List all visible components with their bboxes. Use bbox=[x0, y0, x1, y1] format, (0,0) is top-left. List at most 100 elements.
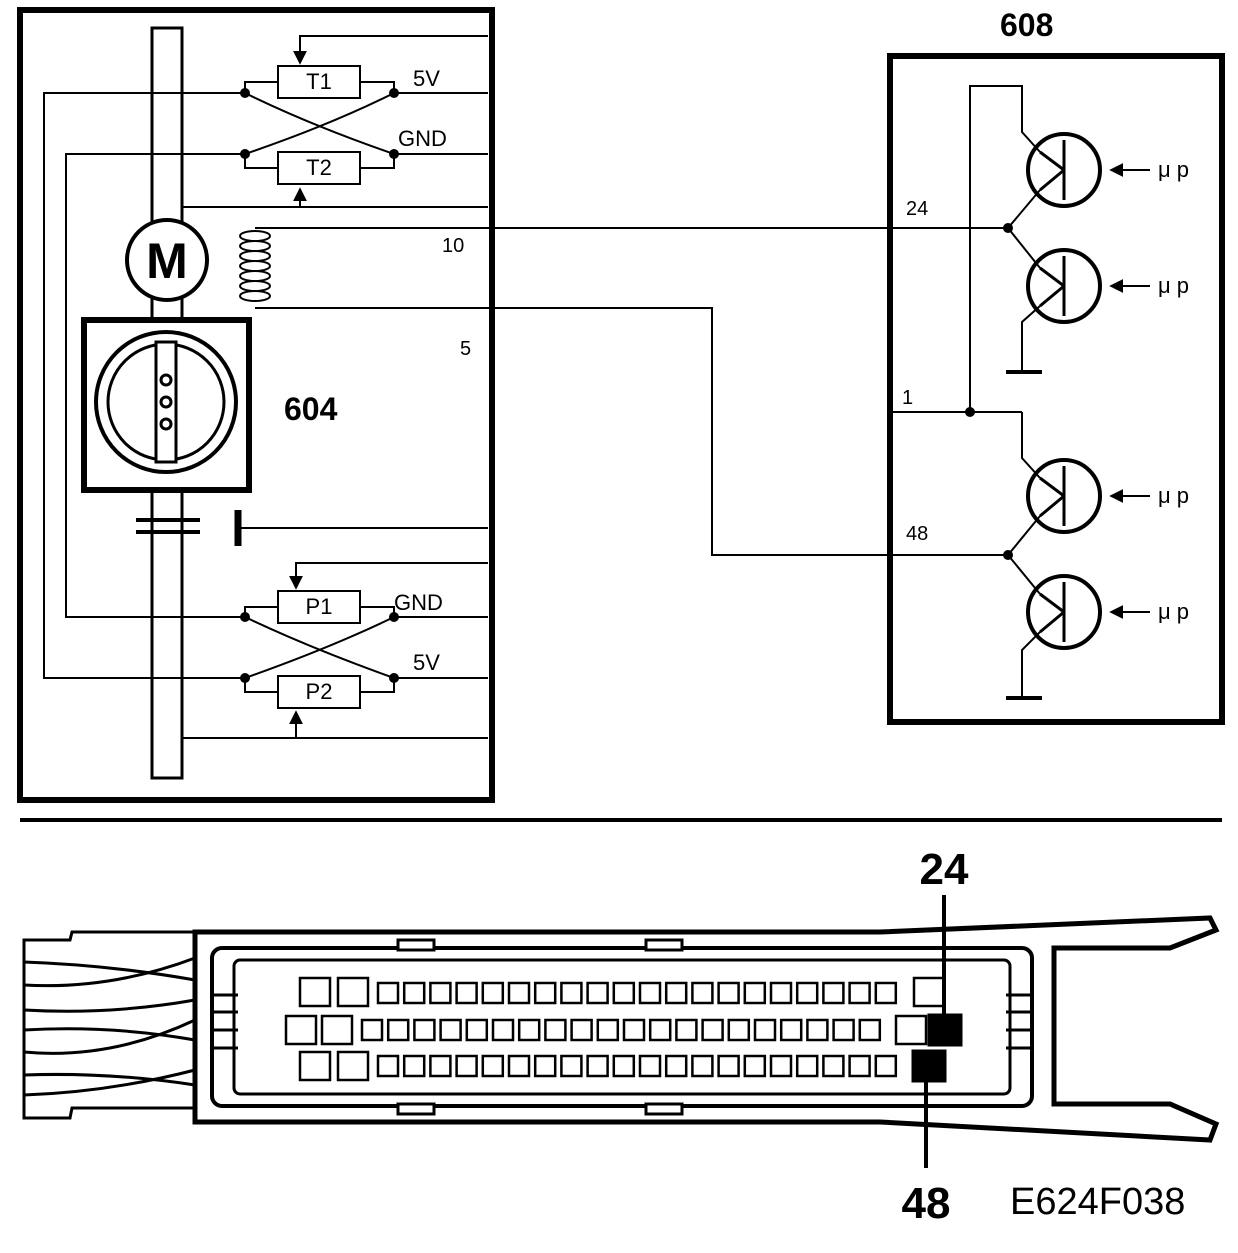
q3-input-label: μ p bbox=[1158, 483, 1189, 508]
connector-pin-cell bbox=[544, 1018, 567, 1042]
connector-pin-cell bbox=[455, 981, 478, 1005]
connector-pin-48 bbox=[911, 1049, 947, 1083]
connector-pin-cell bbox=[874, 1054, 898, 1078]
q4-input-label: μ p bbox=[1158, 599, 1189, 624]
q1-collector bbox=[969, 85, 1041, 412]
q1-input-label: μ p bbox=[1158, 157, 1189, 182]
connector-pin-cell bbox=[795, 1054, 819, 1078]
connector-pin-cell bbox=[586, 1054, 609, 1078]
t-cross-wire bbox=[244, 92, 395, 155]
junction-dots-608 bbox=[965, 223, 1013, 560]
connector-pin-cell bbox=[386, 1018, 410, 1042]
connector-pin-cell bbox=[622, 1018, 646, 1042]
motor-label: M bbox=[146, 233, 188, 289]
connector-pin-cell bbox=[664, 1054, 688, 1078]
gear-bolt bbox=[159, 417, 173, 431]
connector-pin-cell bbox=[779, 1018, 803, 1042]
gear-bolt bbox=[159, 373, 173, 387]
t2-right-lead bbox=[360, 154, 395, 169]
connector-pin-cell bbox=[717, 981, 740, 1005]
t1-wiper bbox=[293, 35, 488, 65]
q3-emitter bbox=[1007, 515, 1041, 556]
t2-gnd-label: GND bbox=[398, 126, 447, 151]
t2-wiper bbox=[182, 187, 307, 208]
connector-pin-24-label: 24 bbox=[920, 845, 969, 894]
p2-right-lead bbox=[360, 678, 395, 693]
pin-10-label: 10 bbox=[442, 235, 464, 257]
p2-left-lead bbox=[244, 678, 278, 693]
sensor-p1-box bbox=[277, 590, 361, 624]
pin-5-label: 5 bbox=[460, 338, 471, 360]
connector-pin-cell bbox=[596, 1018, 620, 1042]
connector-pin-cell bbox=[376, 1054, 400, 1078]
coil-wire-bottom bbox=[255, 307, 1008, 556]
connector-pin-cell bbox=[894, 1014, 928, 1046]
connector-pin-cell bbox=[701, 1018, 724, 1042]
connector-pin-cell bbox=[638, 1054, 662, 1078]
coil-symbol bbox=[239, 230, 271, 302]
junction-dots-604 bbox=[240, 88, 399, 683]
connector-pin-cell bbox=[769, 981, 793, 1005]
connector-pin-cell bbox=[691, 981, 714, 1005]
module-604-label: 604 bbox=[284, 391, 338, 427]
q1-emitter bbox=[1007, 189, 1041, 229]
connector-pin-cell bbox=[533, 981, 557, 1005]
connector-pin-cell bbox=[298, 976, 332, 1008]
t1-5v-label: 5V bbox=[413, 66, 440, 91]
connector-pin-cell bbox=[465, 1018, 489, 1042]
connector-pin-cell bbox=[284, 1014, 318, 1046]
pin-48-label: 48 bbox=[906, 523, 928, 545]
connector-pin-cell bbox=[832, 1018, 855, 1042]
connector-pin-cell bbox=[822, 981, 845, 1005]
q4-emitter bbox=[1021, 631, 1041, 696]
module-608-frame bbox=[887, 53, 1225, 725]
connector-pin-cell bbox=[429, 1054, 452, 1078]
connector-pin-cell bbox=[648, 1018, 672, 1042]
connector-pin-cell bbox=[727, 1018, 751, 1042]
connector-pin-cell bbox=[848, 981, 871, 1005]
connector-pin-cell bbox=[806, 1018, 829, 1042]
connector-pin-cell bbox=[507, 1054, 531, 1078]
q2-emitter bbox=[1021, 305, 1041, 370]
connector-pin-cell bbox=[533, 1054, 557, 1078]
t1-left-line bbox=[43, 92, 245, 679]
connector-pin-cell bbox=[638, 981, 662, 1005]
gear-outer-ring bbox=[94, 330, 238, 474]
t1-right-lead bbox=[360, 81, 395, 93]
p2-wiper bbox=[182, 710, 303, 739]
connector-pin-cell bbox=[481, 981, 505, 1005]
p-cross-wire bbox=[244, 616, 395, 679]
connector-inner-frame bbox=[232, 958, 1012, 1096]
gear-spindle bbox=[154, 340, 178, 464]
sensor-t1-label: T1 bbox=[306, 69, 332, 94]
connector-pin-cell bbox=[743, 1054, 767, 1078]
q2-collector bbox=[1007, 227, 1041, 269]
connector-pin-cell bbox=[429, 981, 452, 1005]
connector-pin-cell bbox=[612, 1054, 636, 1078]
connector-pin-cell bbox=[560, 981, 583, 1005]
connector-pin-cell bbox=[912, 976, 946, 1008]
connector-pin-24 bbox=[927, 1013, 963, 1047]
connector-pin-cell bbox=[822, 1054, 845, 1078]
wire-bundle bbox=[22, 930, 197, 1120]
connector-pin-cell bbox=[320, 1014, 354, 1046]
t1-left-lead bbox=[244, 81, 278, 93]
t-cross-wire bbox=[244, 92, 395, 155]
module-608 bbox=[887, 53, 1225, 725]
sensor-t1-box bbox=[277, 65, 361, 99]
q3-collector bbox=[1021, 412, 1041, 479]
connector-pin-cell bbox=[439, 1018, 462, 1042]
connector-pin-cell bbox=[675, 1018, 698, 1042]
connector-pin-cell bbox=[413, 1018, 436, 1042]
connector-face bbox=[210, 946, 1034, 1108]
q2-input-label: μ p bbox=[1158, 273, 1189, 298]
p2-5v-label: 5V bbox=[413, 650, 440, 675]
t2-left-line bbox=[65, 153, 245, 618]
connector-pin-cell bbox=[336, 1050, 370, 1082]
connector-pin-cell bbox=[795, 981, 819, 1005]
connector-pin-cell bbox=[481, 1054, 505, 1078]
connector-pin-cell bbox=[664, 981, 688, 1005]
connector-pin-cell bbox=[455, 1054, 478, 1078]
connector-pin-cell bbox=[402, 981, 426, 1005]
